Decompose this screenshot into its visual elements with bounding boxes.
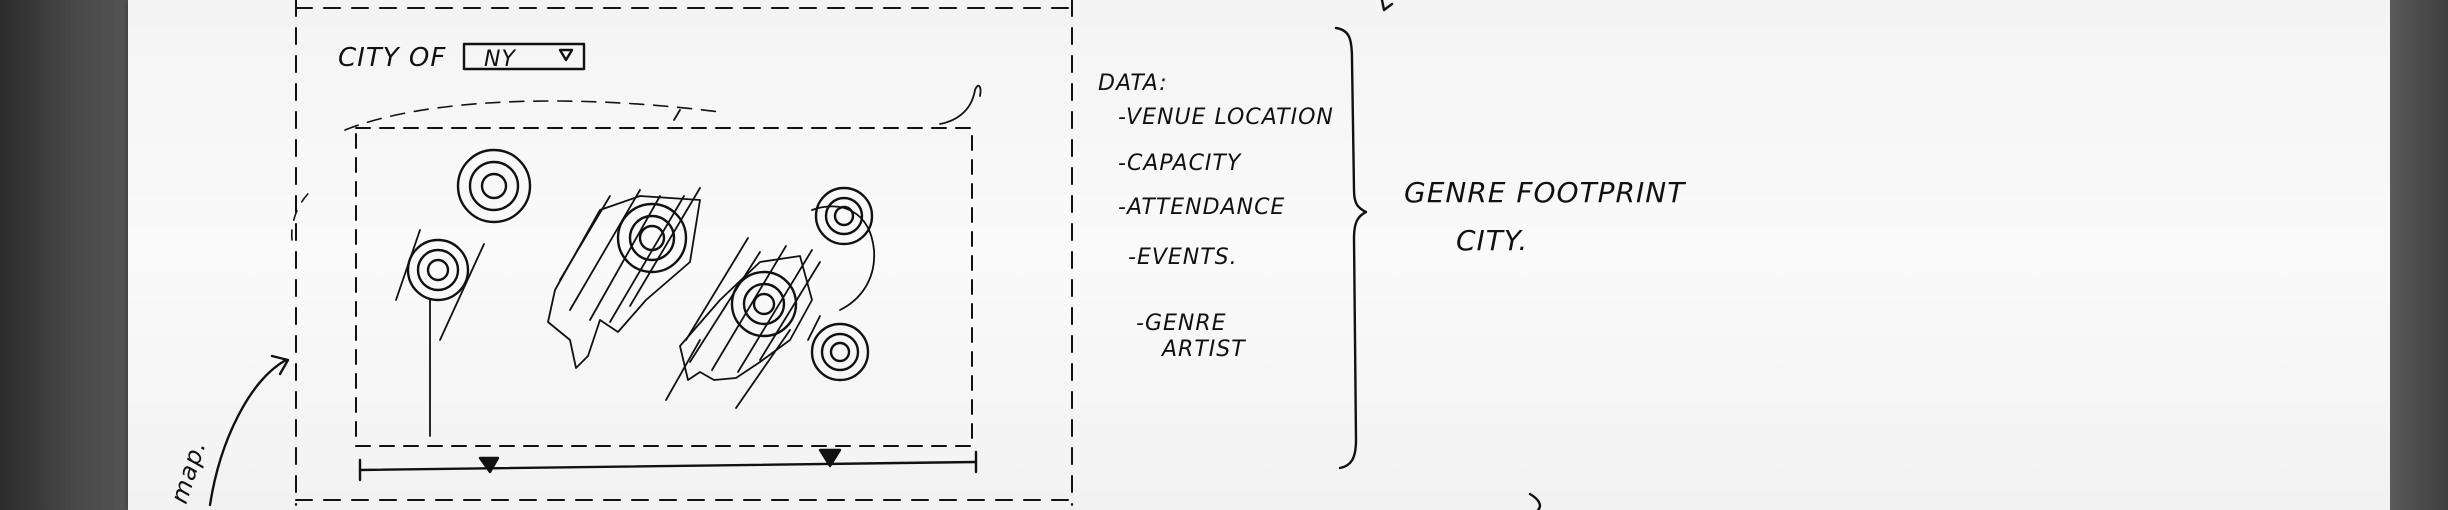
- wireframe-frame: [295, 0, 1073, 506]
- margin-note: map.: [165, 436, 212, 506]
- data-item-capacity: -CAPACITY: [1118, 151, 1242, 176]
- summary-line-2: CITY.: [1456, 224, 1528, 257]
- city-selector[interactable]: CITY OF NY: [338, 42, 586, 73]
- venue-marker[interactable]: [730, 270, 798, 338]
- data-item-artist: ARTIST: [1160, 337, 1246, 362]
- venue-markers: [406, 148, 874, 382]
- district-hatching: [395, 109, 875, 437]
- timeline-handle-start[interactable]: [478, 456, 500, 474]
- venue-marker[interactable]: [810, 322, 870, 382]
- summary-note: GENRE FOOTPRINT CITY.: [1404, 176, 1686, 257]
- city-dropdown[interactable]: [462, 42, 586, 71]
- data-notes-title: DATA:: [1098, 71, 1168, 96]
- grouping-brace: [1334, 26, 1368, 470]
- summary-line-1: GENRE FOOTPRINT: [1404, 176, 1686, 209]
- annotation-arrow: map.: [165, 354, 290, 507]
- venue-marker[interactable]: [406, 238, 470, 302]
- venue-marker[interactable]: [616, 202, 688, 274]
- city-dropdown-value: NY: [484, 47, 516, 72]
- map-area: [290, 84, 982, 447]
- timeline-slider[interactable]: [358, 448, 978, 482]
- venue-marker[interactable]: [456, 148, 532, 224]
- brace-fragment: [1528, 492, 1542, 510]
- table-surface-left: [0, 0, 132, 510]
- top-tick-mark: [1380, 0, 1394, 12]
- data-item-events: -EVENTS.: [1128, 245, 1238, 270]
- paper-sheet: [128, 0, 2390, 510]
- timeline-handle-end[interactable]: [818, 448, 842, 468]
- table-surface-right: [2390, 0, 2448, 510]
- data-notes: DATA: -VENUE LOCATION -CAPACITY -ATTENDA…: [1098, 71, 1334, 362]
- data-item-venue-location: -VENUE LOCATION: [1118, 105, 1334, 130]
- city-label: CITY OF: [338, 43, 446, 73]
- chevron-down-icon: [558, 48, 574, 62]
- data-item-attendance: -ATTENDANCE: [1118, 195, 1285, 220]
- venue-marker[interactable]: [814, 186, 874, 246]
- data-item-genre: -GENRE: [1136, 311, 1227, 336]
